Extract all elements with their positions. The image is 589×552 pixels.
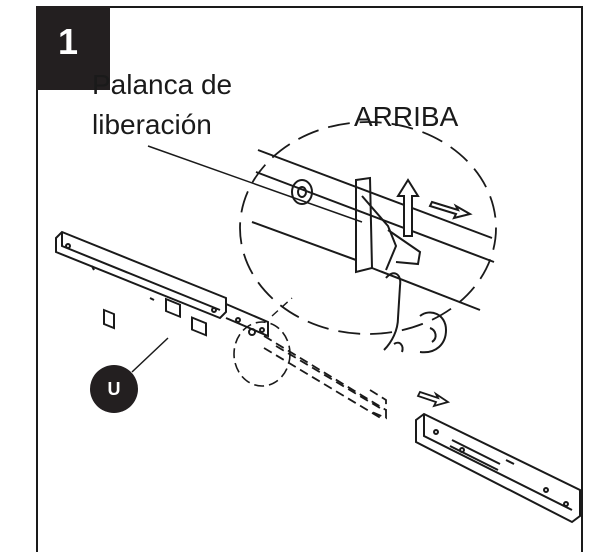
release-lever-label-line1: Palanca de: [92, 69, 233, 100]
removed-inner-rail: [415, 412, 581, 524]
unit-marker-badge: U: [90, 365, 138, 413]
lever-leader-line: [147, 145, 363, 223]
frame-left-border: [36, 6, 38, 552]
slide-arrow-icon: [416, 390, 451, 408]
inner-rail-dashed: [263, 335, 387, 421]
up-arrow-icon: [396, 178, 420, 237]
step-number-badge: 1: [36, 6, 110, 90]
slide-arrow-detail-icon: [428, 200, 473, 220]
zoom-detail-circle: [239, 121, 497, 335]
frame-right-border: [581, 6, 583, 552]
zoom-connector-line: [271, 297, 293, 317]
step-number: 1: [58, 21, 79, 62]
main-rail-assembly: [55, 230, 269, 338]
finger-graphic: [383, 272, 448, 354]
detail-rail: [251, 149, 495, 311]
up-direction-label: ARRIBA: [354, 101, 459, 132]
release-lever-label-line2: liberación: [92, 109, 212, 140]
unit-leader-line: [131, 337, 169, 373]
unit-marker-letter: U: [107, 379, 121, 399]
frame-top-border: [36, 6, 583, 8]
